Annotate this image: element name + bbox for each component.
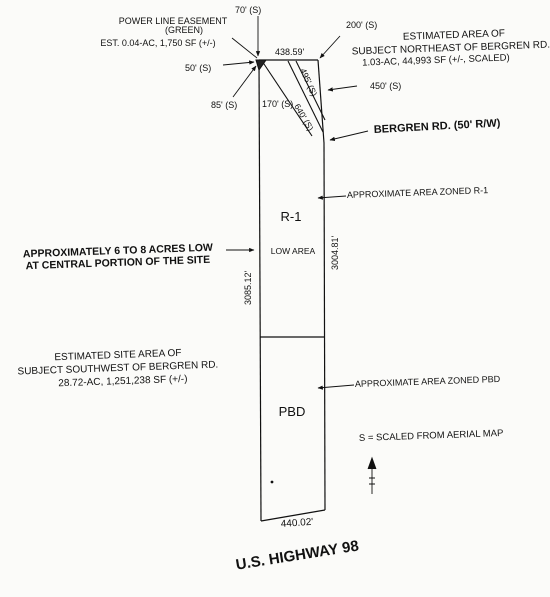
- parcel-south-boundary: [260, 509, 326, 522]
- zone-r1-label: R-1: [281, 209, 302, 224]
- site-area-line-1: ESTIMATED SITE AREA OF: [54, 348, 181, 363]
- dim-85: 85' (S): [211, 100, 237, 110]
- dim-70: 70' (S): [235, 5, 261, 15]
- parcel-west-boundary: [258, 59, 262, 522]
- leader-road: [329, 130, 369, 141]
- easement-title: POWER LINE EASEMENT: [119, 16, 228, 26]
- easement-leader-line: [231, 37, 258, 59]
- leader-50: [222, 60, 255, 66]
- road-row-line-2: [287, 60, 324, 133]
- dim-170: 170' (S): [262, 99, 293, 109]
- zone-r1-note: APPROXIMATE AREA ZONED R-1: [347, 185, 489, 200]
- dim-640: 640' (S): [292, 102, 315, 133]
- dim-50: 50' (S): [185, 63, 211, 73]
- site-area-line-2: SUBJECT SOUTHWEST OF BERGREN RD.: [17, 360, 218, 378]
- parcel-east-boundary: [323, 142, 326, 511]
- leader-zone-pbd: [317, 384, 355, 390]
- bergren-road-label: BERGREN RD. (50' R/W): [374, 117, 501, 136]
- scaled-legend: S = SCALED FROM AERIAL MAP: [359, 428, 504, 444]
- leader-200: [319, 35, 341, 59]
- site-area-line-3: 28.72-AC, 1,251,238 SF (+/-): [58, 374, 188, 390]
- zone-pbd-label: PBD: [279, 404, 306, 419]
- zone-pbd-note: APPROXIMATE AREA ZONED PBD: [355, 374, 501, 389]
- northeast-area-line-1: ESTIMATED AREA OF: [403, 28, 505, 43]
- low-area-label: LOW AREA: [271, 246, 316, 256]
- north-arrow-icon: [367, 456, 377, 494]
- dim-495: 495' (S): [298, 67, 319, 98]
- ne-east-line: [317, 59, 325, 144]
- power-line-easement-area: [255, 59, 267, 72]
- highway-label: U.S. HIGHWAY 98: [235, 537, 360, 573]
- dim-3085-12: 3085.12': [243, 270, 253, 305]
- dimension-labels: 70' (S) 200' (S) 50' (S) 85' (S) 170' (S…: [185, 5, 401, 530]
- bergren-road-row: [261, 60, 326, 137]
- dim-200: 200' (S): [346, 20, 377, 30]
- road-row-line-3: [295, 60, 326, 121]
- site-marker-dot: [270, 480, 274, 484]
- dim-3004-81: 3004.81': [330, 235, 340, 270]
- dim-450: 450' (S): [370, 81, 401, 91]
- easement-estimate: EST. 0.04-AC, 1,750 SF (+/-): [100, 38, 215, 48]
- leader-85: [232, 65, 257, 98]
- easement-color: (GREEN): [165, 25, 203, 35]
- leader-450: [327, 85, 358, 92]
- dim-438-59: 438.59': [275, 47, 305, 57]
- dim-440-02: 440.02': [280, 517, 313, 530]
- road-row-line-1: [261, 60, 313, 137]
- leader-zone-r1: [317, 195, 347, 200]
- dimension-leaders: [222, 16, 369, 390]
- northeast-area-line-3: 1.03-AC, 44,993 SF (+/-, SCALED): [362, 52, 510, 68]
- parcel-outline: [258, 59, 326, 522]
